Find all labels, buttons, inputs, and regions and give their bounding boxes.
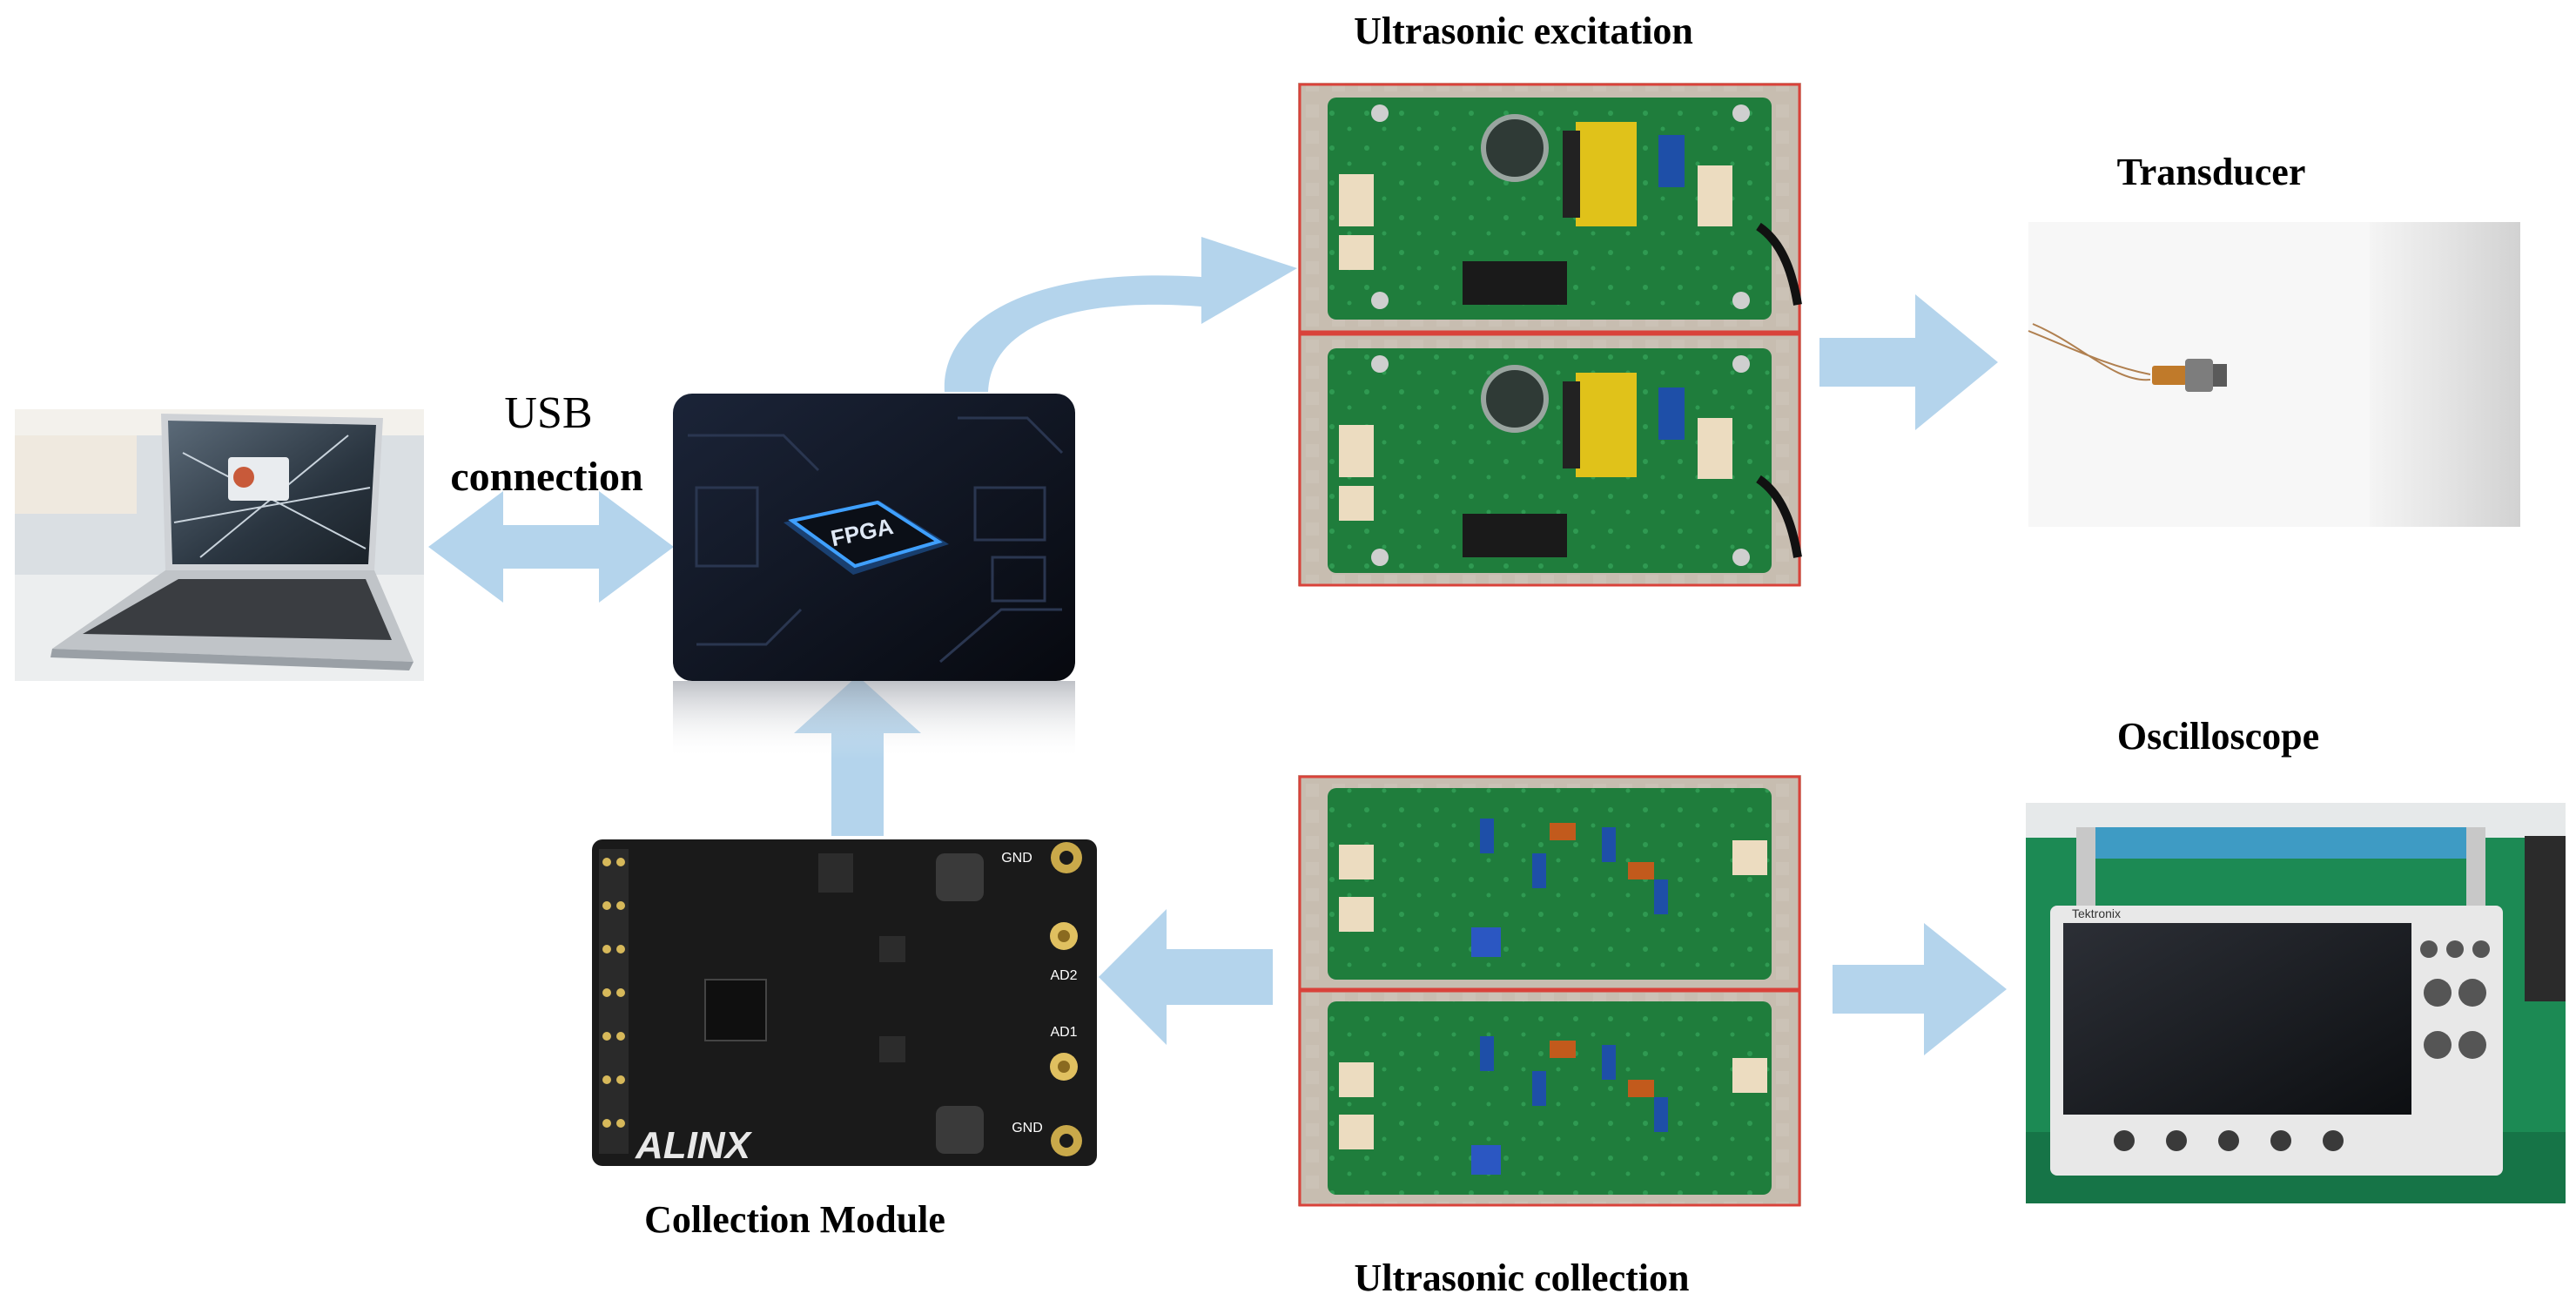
tektronix-logo-text: Tektronix — [2072, 906, 2121, 920]
collection-boards — [1298, 775, 1801, 1207]
excitation-to-transducer-arrow — [1819, 294, 1998, 430]
ad1-label: AD1 — [1050, 1025, 1077, 1040]
fpga-photo: FPGA — [673, 394, 1075, 759]
excitation-board-frame-top — [1298, 83, 1801, 334]
usb-label: USB — [504, 388, 593, 438]
oscilloscope-label: Oscilloscope — [2116, 715, 2320, 758]
excitation-boards — [1298, 83, 1802, 587]
oscilloscope-photo: Tektronix — [2026, 803, 2566, 1203]
collection-to-oscilloscope-arrow — [1833, 923, 2007, 1055]
usb-double-arrow — [428, 491, 674, 603]
ultrasonic-excitation-label: Ultrasonic excitation — [1354, 10, 1693, 52]
collection-to-module-arrow — [1099, 909, 1273, 1045]
collection-board-frame-top — [1298, 775, 1801, 991]
collection-module-photo: GND AD2 AD1 GND ALINX — [592, 839, 1097, 1167]
fpga-to-excitation-curved-arrow — [944, 237, 1297, 392]
collection-board-frame-bottom — [1298, 989, 1801, 1207]
ultrasonic-collection-label: Ultrasonic collection — [1354, 1257, 1690, 1299]
gnd-bottom-label: GND — [1012, 1121, 1043, 1135]
pin-header — [602, 858, 625, 1128]
excitation-board-frame-bottom — [1298, 333, 1801, 587]
gnd-top-label: GND — [1001, 851, 1032, 866]
connection-label: connection — [450, 454, 643, 500]
alinx-logo-text: ALINX — [635, 1124, 753, 1167]
ad2-label: AD2 — [1050, 968, 1077, 983]
transducer-label: Transducer — [2116, 151, 2306, 193]
transducer-photo — [2028, 222, 2520, 527]
collection-module-label: Collection Module — [644, 1198, 945, 1241]
laptop-photo — [15, 409, 424, 681]
